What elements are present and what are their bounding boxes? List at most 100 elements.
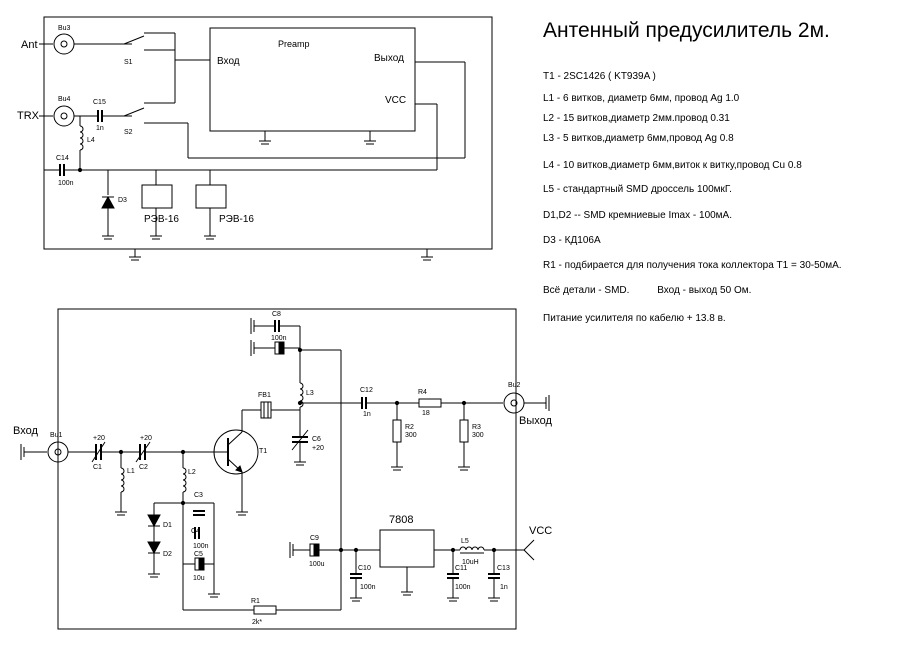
l1-inductor-icon [120,467,125,493]
preamp-vcc-label: VCC [385,95,406,106]
relay2-label: РЭВ-16 [219,214,254,225]
c9-value: 100u [309,561,325,568]
bottom-enclosure [57,308,517,630]
l2-inductor-icon [182,467,187,493]
l4-label: L4 [87,137,95,144]
r1-label: R1 [251,598,260,605]
c5-label: C5 [194,551,203,558]
l4-inductor-icon [79,125,84,151]
spec-line: L3 - 5 витков,диаметр 6мм,провод Ag 0.8 [543,133,734,144]
l5-label: L5 [461,538,469,545]
spec-line: D1,D2 -- SMD кремниевые Imax - 100мА. [543,210,732,221]
preamp-output-label: Выход [374,53,404,64]
bu3-connector-icon [53,33,75,55]
c6-value: +20 [312,445,324,452]
preamp-input-label: Вход [217,56,240,67]
amplifier-schematic: Вход Bu1 +20 C1 L1 +20 C2 L2 [13,308,552,630]
d2-label: D2 [163,551,172,558]
r2-value: 300 [405,432,417,439]
r2-label: R2 [405,424,414,431]
c14-label: C14 [56,155,69,162]
regulator-label: 7808 [389,514,413,526]
bu4-label: Bu4 [58,96,71,103]
spec-line: L1 - 6 витков, диаметр 6мм, провод Ag 1.… [543,93,740,104]
s1-switch-icon [123,35,145,45]
ant-label: Ant [21,39,38,51]
c13-value: 1n [500,584,508,591]
spec-line: L5 - стандартный SMD дроссель 100мкГ. [543,184,732,195]
c12-label: C12 [360,387,373,394]
bu2-label: Bu2 [508,382,521,389]
spec-line: Питание усилителя по кабелю + 13.8 в. [543,312,726,324]
top-enclosure [43,16,493,250]
s2-label: S2 [124,129,133,136]
preamp-block [209,27,416,132]
l1-label: L1 [127,468,135,475]
spec-line: L2 - 15 витков,диаметр 2мм.провод 0.31 [543,113,730,124]
relay1-label: РЭВ-16 [144,214,179,225]
l5-value: 10uH [462,559,479,566]
r4-label: R4 [418,389,427,396]
bu3-label: Bu3 [58,25,71,32]
c9-capacitor-icon [309,543,315,557]
c5-capacitor-icon [194,557,200,571]
preamp-label: Preamp [278,39,310,49]
c5-value: 10u [193,575,205,582]
c14-value: 100n [58,180,74,187]
vcc-terminal-icon [523,539,535,551]
c15-value: 1n [96,125,104,132]
r1-value: 2k* [252,619,262,626]
c2-value: +20 [140,435,152,442]
c8-value: 100n [271,335,287,342]
c1-label: C1 [93,464,102,471]
c10-value: 100n [360,584,376,591]
c2-label: C2 [139,464,148,471]
r2-resistor-icon [392,419,402,443]
spec-line: T1 - 2SC1426 ( KT939A ) [543,71,656,82]
c13-label: C13 [497,565,510,572]
regulator-7808-block [379,529,435,568]
d3-diode-icon [101,195,115,209]
vcc-label: VCC [529,525,552,537]
relay2-icon [195,184,227,209]
l3-label: L3 [306,390,314,397]
fb1-label: FB1 [258,392,271,399]
bu1-label: Bu1 [50,432,63,439]
c9-label: C9 [310,535,319,542]
r3-value: 300 [472,432,484,439]
spec-line: R1 - подбирается для получения тока колл… [543,259,842,271]
l5-inductor-icon [459,546,485,551]
t1-label: T1 [259,448,267,455]
bu4-connector-icon [53,105,75,127]
spec-line: L4 - 10 витков,диаметр 6мм,виток к витку… [543,160,802,171]
c8-label: C8 [272,311,281,318]
page-title: Антенный предусилитель 2м. [543,19,830,42]
spec-list: T1 - 2SC1426 ( KT939A ) L1 - 6 витков, д… [543,71,842,324]
r1-resistor-icon [253,605,277,615]
c11-value: 100n [455,584,471,591]
l2-label: L2 [188,469,196,476]
switch-box-schematic: Ant Bu3 S1 TRX Bu4 C15 1n S2 [17,16,493,261]
relay1-icon [141,184,173,209]
input-label: Вход [13,425,38,437]
bu2-connector-icon [503,392,525,414]
c10-label: C10 [358,565,371,572]
s2-switch-icon [123,107,145,117]
r3-resistor-icon [459,419,469,443]
r3-label: R3 [472,424,481,431]
r4-resistor-icon [418,398,442,408]
c15-label: C15 [93,99,106,106]
fb1-ferrite-icon [260,401,272,419]
l3-inductor-icon [299,382,304,408]
output-label: Выход [519,415,552,427]
c12-value: 1n [363,411,371,418]
r4-value: 18 [422,410,430,417]
s1-label: S1 [124,59,133,66]
spec-line: Всё детали - SMD. Вход - выход 50 Ом. [543,285,751,296]
trx-label: TRX [17,110,40,122]
c6-label: C6 [312,436,321,443]
d1-label: D1 [163,522,172,529]
c1-value: +20 [93,435,105,442]
